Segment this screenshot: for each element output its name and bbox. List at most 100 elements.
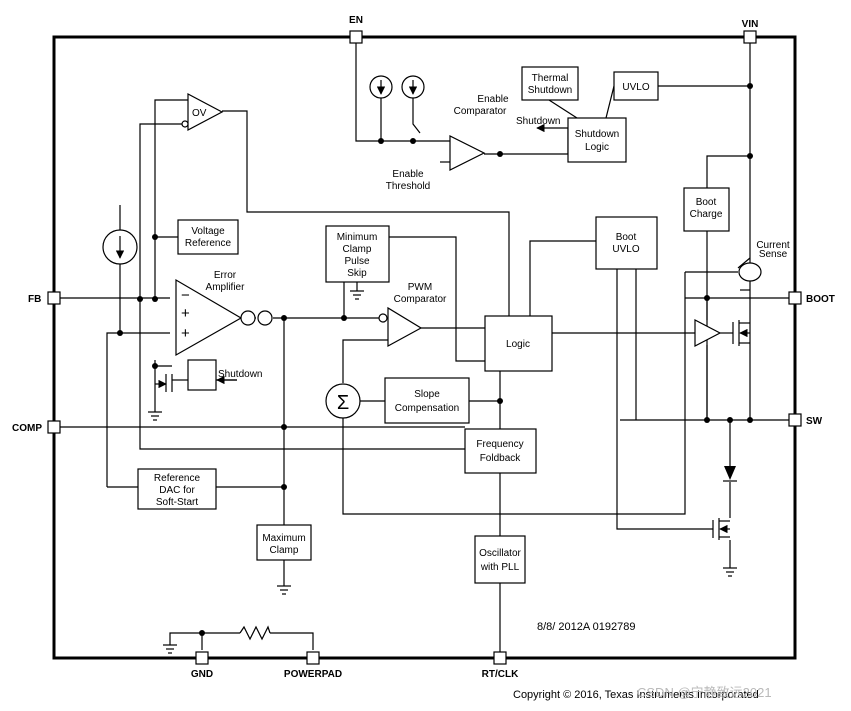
pin-gnd: GND — [191, 651, 213, 680]
ov-comparator: OV — [181, 93, 224, 131]
svg-text:VIN: VIN — [742, 19, 759, 30]
svg-text:Shutdown: Shutdown — [528, 85, 572, 96]
chip-outline — [52, 35, 797, 660]
pin-powerpad: POWERPAD — [284, 651, 342, 680]
shutdown-output-label: Shutdown — [516, 116, 560, 127]
svg-text:POWERPAD: POWERPAD — [284, 669, 342, 680]
svg-text:Compensation: Compensation — [395, 403, 459, 414]
svg-text:Frequency: Frequency — [476, 439, 523, 450]
enable-comparator: Enable Comparator Enable Threshold — [386, 94, 509, 192]
oscillator-block: Oscillator with PLL — [474, 535, 526, 584]
svg-text:Slope: Slope — [414, 389, 440, 400]
svg-text:FB: FB — [28, 294, 41, 305]
slope-compensation-block: Slope Compensation — [384, 377, 470, 424]
svg-text:+: + — [181, 325, 190, 342]
svg-text:Logic: Logic — [585, 142, 609, 153]
svg-text:EN: EN — [349, 15, 363, 26]
ground-icon — [163, 644, 177, 654]
svg-text:Enable: Enable — [392, 169, 424, 180]
summing-node: Σ — [325, 383, 361, 419]
pin-comp: COMP — [12, 420, 61, 434]
high-side-mosfet — [732, 320, 750, 346]
shutdown-logic-block: Shutdown Logic — [567, 117, 627, 163]
current-source-icon — [102, 229, 138, 265]
svg-text:Error: Error — [214, 270, 237, 281]
svg-text:Minimum: Minimum — [337, 232, 378, 243]
svg-text:OV: OV — [192, 108, 207, 119]
maximum-clamp-block: Maximum Clamp — [256, 524, 312, 561]
pin-en: EN — [349, 15, 363, 44]
svg-text:Comparator: Comparator — [454, 106, 507, 117]
svg-text:COMP: COMP — [12, 423, 42, 434]
uvlo-block: UVLO — [613, 71, 659, 101]
boot-uvlo-block: Boot UVLO — [595, 216, 658, 270]
svg-text:Enable: Enable — [477, 94, 509, 105]
frequency-foldback-block: Frequency Foldback — [464, 428, 537, 474]
svg-text:Shutdown: Shutdown — [218, 369, 262, 380]
high-side-driver — [694, 319, 722, 347]
current-source-icon — [369, 75, 393, 99]
svg-text:Current: Current — [756, 240, 790, 251]
svg-text:with PLL: with PLL — [480, 562, 520, 573]
pin-sw: SW — [788, 413, 823, 427]
watermark: CSDN @宁静致远2021 — [637, 685, 772, 700]
error-amplifier: − + + Error Amplifier — [175, 270, 273, 357]
pin-rt-clk: RT/CLK — [482, 651, 519, 680]
boot-charge-block: Boot Charge — [683, 187, 730, 232]
svg-text:Comparator: Comparator — [394, 294, 447, 305]
date-code: 8/8/ 2012A 0192789 — [537, 621, 635, 633]
copyright: Copyright © 2016, Texas Instruments Inco… — [513, 689, 759, 701]
svg-text:Clamp: Clamp — [270, 545, 299, 556]
svg-text:Sense: Sense — [759, 249, 788, 260]
ground-icon — [723, 567, 737, 577]
svg-text:Oscillator: Oscillator — [479, 548, 521, 559]
resistor — [239, 625, 271, 641]
svg-text:Boot: Boot — [696, 197, 717, 208]
ground-icon — [148, 411, 162, 421]
low-side-mosfet — [712, 518, 730, 540]
thermal-shutdown-block: Thermal Shutdown — [521, 66, 579, 101]
current-sense-icon: Current Sense — [738, 240, 790, 282]
svg-text:Charge: Charge — [690, 209, 723, 220]
svg-text:Σ: Σ — [337, 392, 349, 414]
reference-dac-block: Reference DAC for Soft-Start — [137, 468, 217, 510]
svg-text:Reference: Reference — [154, 473, 201, 484]
pin-vin: VIN — [742, 19, 759, 44]
ground-icon — [350, 290, 364, 300]
svg-text:Pulse: Pulse — [344, 256, 369, 267]
svg-text:Thermal: Thermal — [532, 73, 569, 84]
logic-block: Logic — [484, 315, 553, 372]
svg-text:+: + — [181, 305, 190, 322]
svg-text:Foldback: Foldback — [480, 453, 522, 464]
svg-text:Logic: Logic — [506, 339, 530, 350]
svg-text:Skip: Skip — [347, 268, 367, 279]
pwm-comparator: PWM Comparator — [378, 282, 447, 348]
pin-boot: BOOT — [788, 291, 835, 305]
ground-icon — [277, 585, 291, 595]
voltage-reference-block: Voltage Reference — [177, 219, 239, 255]
svg-text:Amplifier: Amplifier — [206, 282, 246, 293]
svg-text:UVLO: UVLO — [622, 82, 649, 93]
svg-text:BOOT: BOOT — [806, 294, 835, 305]
svg-text:Threshold: Threshold — [386, 181, 430, 192]
svg-text:PWM: PWM — [408, 282, 432, 293]
svg-text:SW: SW — [806, 416, 823, 427]
shutdown-switch: Shutdown — [155, 359, 262, 392]
junction-dots — [117, 83, 753, 636]
svg-text:GND: GND — [191, 669, 213, 680]
svg-text:DAC for: DAC for — [159, 485, 195, 496]
svg-text:Soft-Start: Soft-Start — [156, 497, 198, 508]
svg-text:−: − — [181, 287, 190, 304]
pin-fb: FB — [28, 291, 61, 305]
svg-text:Reference: Reference — [185, 238, 232, 249]
svg-text:RT/CLK: RT/CLK — [482, 669, 519, 680]
minimum-clamp-block: Minimum Clamp Pulse Skip — [325, 225, 390, 283]
diode-icon — [723, 466, 737, 482]
svg-text:UVLO: UVLO — [612, 244, 639, 255]
current-source-icon — [401, 75, 425, 99]
svg-text:Shutdown: Shutdown — [575, 129, 619, 140]
svg-text:Clamp: Clamp — [343, 244, 372, 255]
svg-text:Voltage: Voltage — [191, 226, 225, 237]
svg-text:Maximum: Maximum — [262, 533, 305, 544]
